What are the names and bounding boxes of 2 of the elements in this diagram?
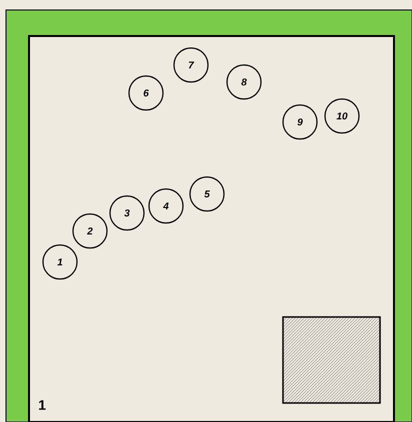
figure-number: 1: [39, 400, 46, 410]
hatched-square: [282, 316, 381, 404]
